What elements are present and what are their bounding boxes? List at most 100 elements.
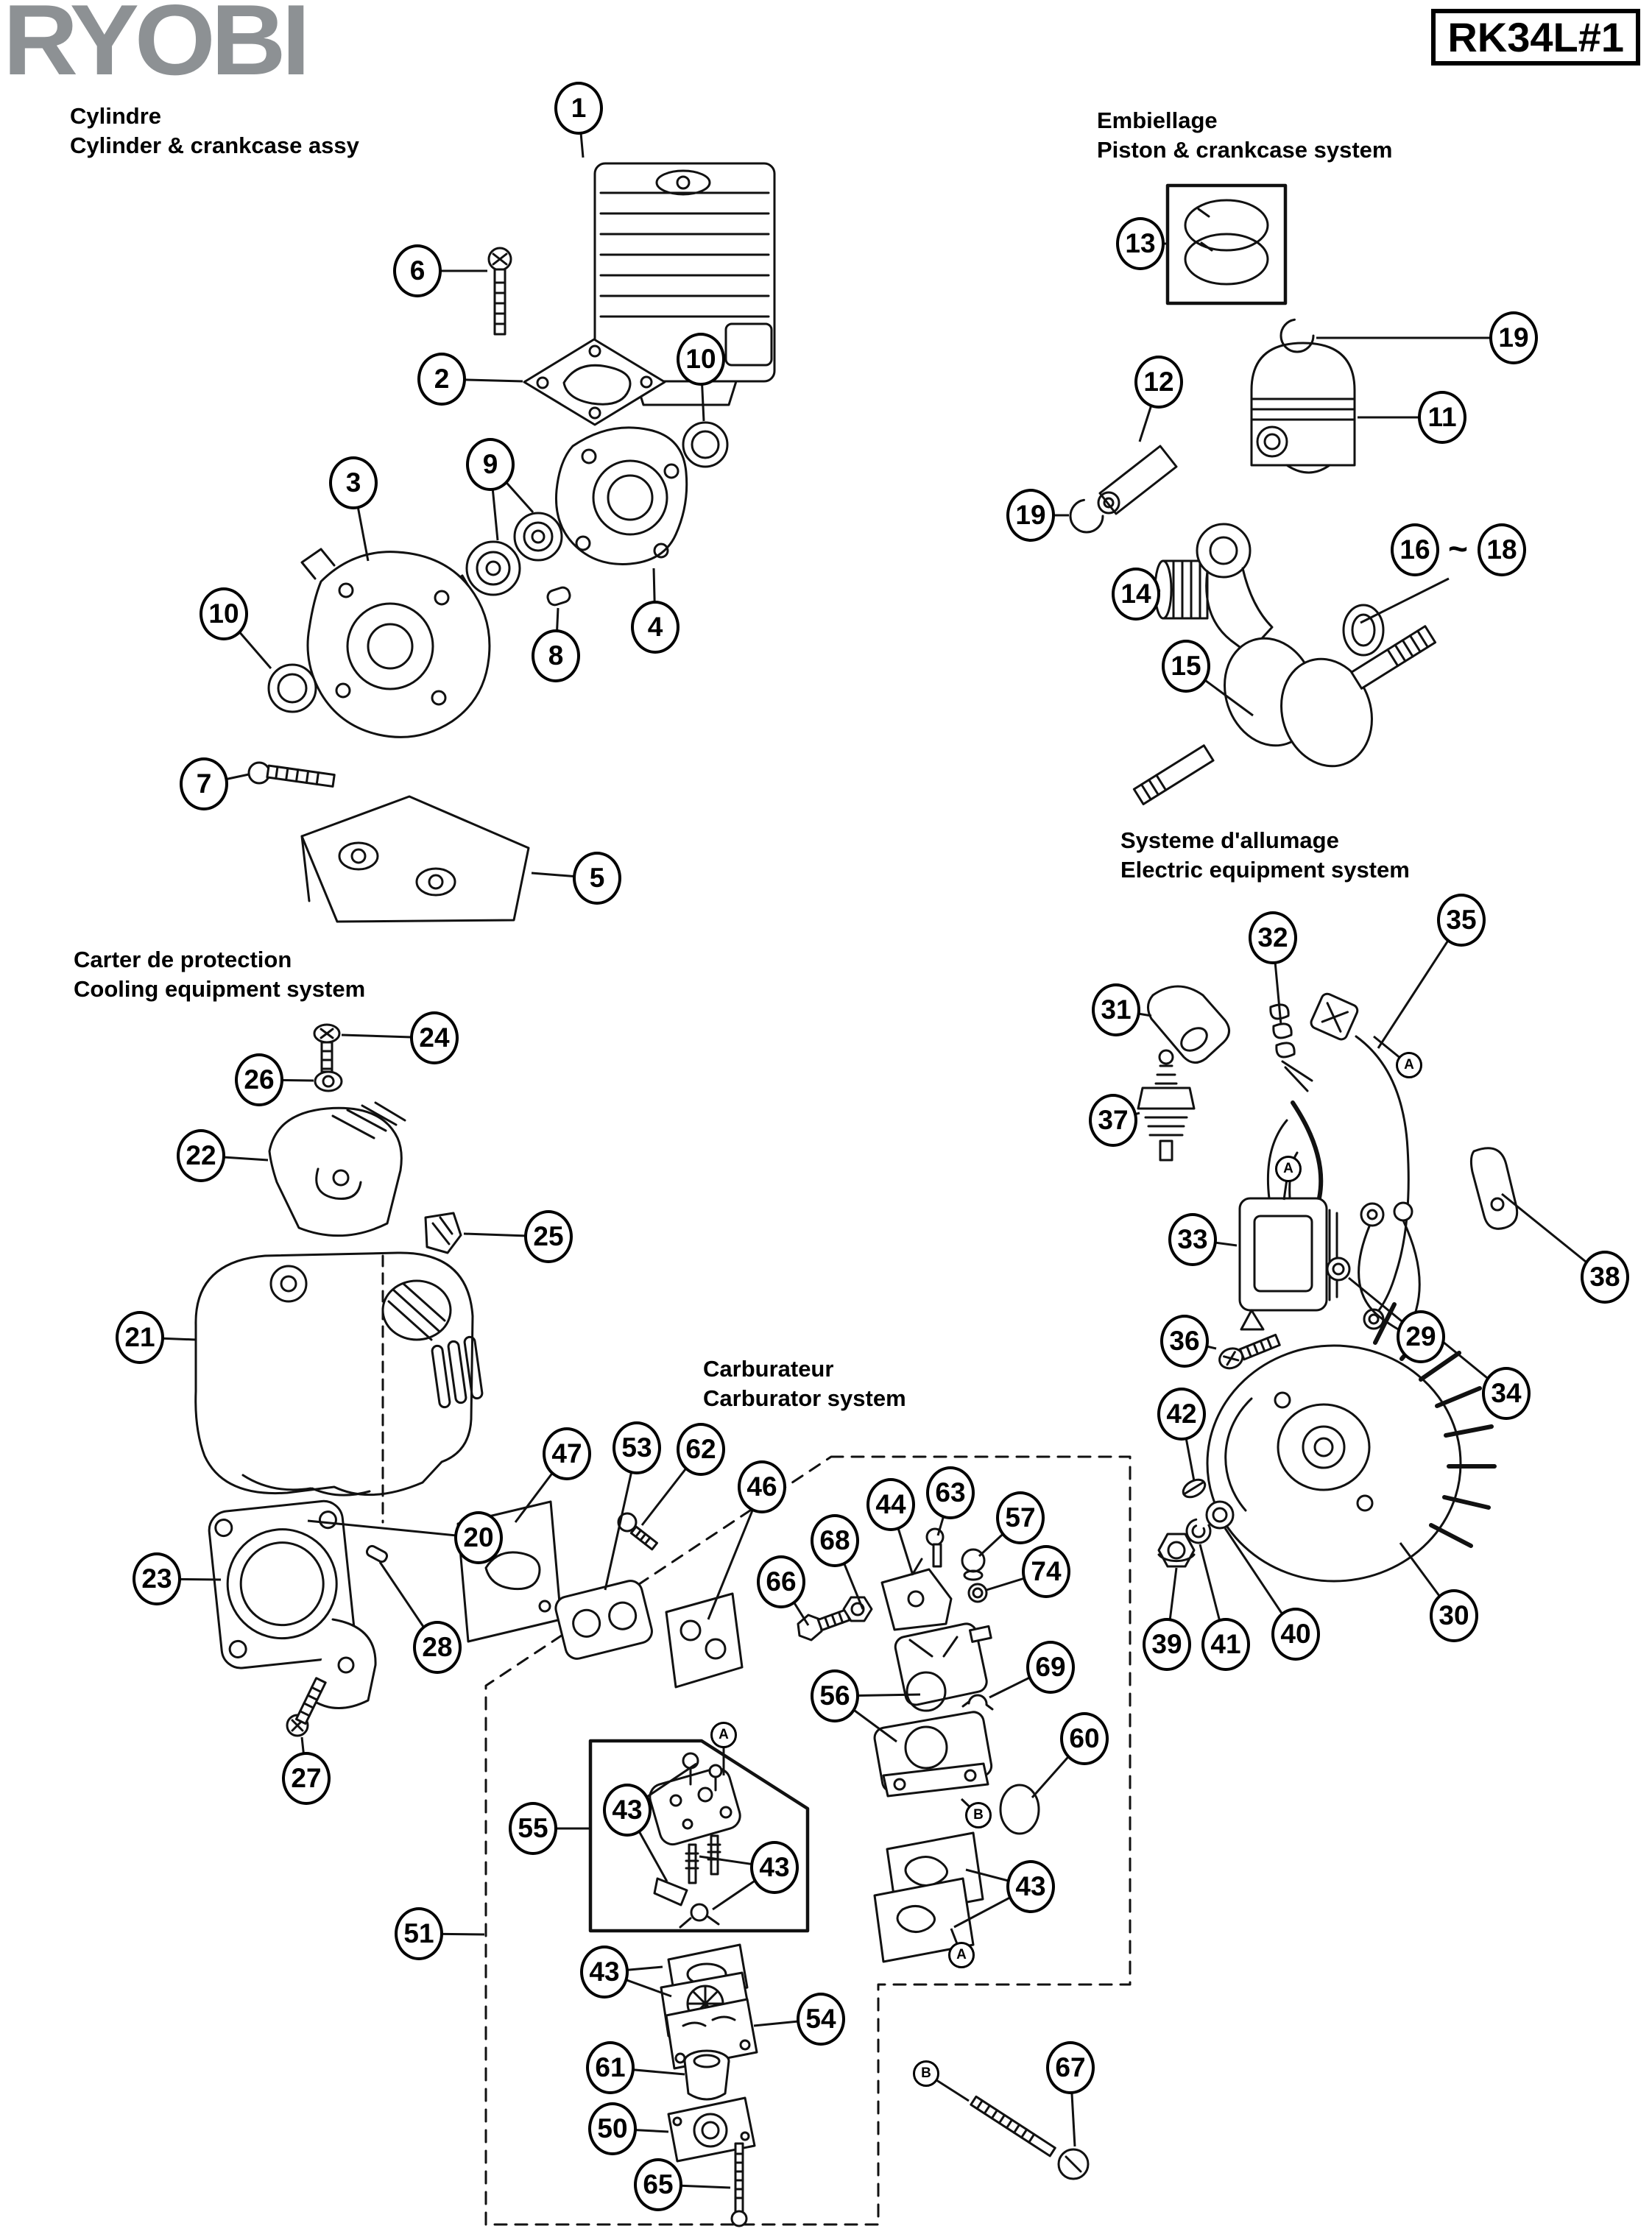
callout-piston-crankcase-16: 16	[1391, 523, 1439, 576]
part-needle-screws-43	[653, 1834, 721, 1929]
part-piston-pin-12	[1097, 445, 1178, 515]
part-insulator-53	[554, 1580, 653, 1660]
callout-carburetor-54: 54	[797, 1993, 845, 2046]
part-screw-24	[313, 1023, 341, 1073]
callout-piston-crankcase-19: 19	[1006, 489, 1055, 542]
callout-piston-crankcase-14: 14	[1112, 568, 1160, 621]
section-title-en: Carburator system	[703, 1385, 906, 1411]
callout-carburetor-55: 55	[509, 1802, 557, 1855]
callout-carburetor-43: 43	[1006, 1860, 1055, 1913]
carb-dashed-boundary-51	[484, 1455, 1132, 2226]
callout-carburetor-61: 61	[586, 2041, 635, 2094]
callout-cooling-21: 21	[116, 1311, 164, 1364]
callout-carburetor-51: 51	[395, 1907, 443, 1960]
part-oring-60	[999, 1784, 1040, 1835]
callout-carburetor-44: 44	[866, 1478, 915, 1531]
part-clamp-38	[1469, 1147, 1519, 1230]
part-piston-11	[1250, 342, 1356, 474]
part-flywheel-30	[1206, 1302, 1497, 1583]
callout-ignition-40: 40	[1271, 1608, 1320, 1661]
part-crankcase-half-3	[300, 548, 491, 738]
callout-cooling-25: 25	[524, 1210, 573, 1263]
part-metering-diaphragm-43	[873, 1831, 984, 1963]
part-oil-seal-10-left	[267, 663, 317, 713]
part-base-50	[667, 2096, 756, 2163]
part-bolt-6	[487, 247, 512, 336]
callout-cylinder-8: 8	[532, 629, 580, 682]
part-clip-69	[961, 1694, 994, 1711]
callout-ignition-39: 39	[1143, 1618, 1191, 1671]
part-grommet-29	[1326, 1257, 1351, 1282]
callout-carburetor-47: 47	[543, 1427, 591, 1480]
part-woodruff-key-42	[1182, 1478, 1207, 1499]
part-crankcase-half-4	[554, 426, 688, 565]
callout-cooling-26: 26	[235, 1053, 283, 1106]
callout-carburetor-43: 43	[603, 1784, 652, 1837]
part-carb-lower-body	[873, 1711, 993, 1798]
callout-carburetor-74: 74	[1022, 1545, 1070, 1598]
callout-carburetor-46: 46	[738, 1460, 786, 1513]
callout-ignition-32: 32	[1249, 911, 1297, 964]
range-tilde: ~	[1448, 529, 1468, 568]
leader-line	[307, 1519, 479, 1539]
callout-ignition-34: 34	[1482, 1367, 1531, 1420]
part-top-cover-22	[268, 1101, 406, 1237]
callout-ignition-41: 41	[1201, 1618, 1250, 1671]
brand-logo: RYOBI	[3, 0, 311, 96]
part-nut-26	[314, 1070, 343, 1092]
callout-carburetor-56: 56	[811, 1669, 859, 1722]
part-nut-68	[842, 1596, 873, 1622]
callout-carburetor-63: 63	[926, 1466, 975, 1519]
callout-carburetor-57: 57	[996, 1491, 1045, 1544]
part-carb-upper-56	[894, 1622, 992, 1712]
part-plug-cap-31	[1147, 985, 1230, 1064]
callout-cooling-24: 24	[410, 1011, 459, 1064]
callout-cylinder-1: 1	[554, 82, 603, 135]
part-nut-39	[1157, 1533, 1196, 1568]
section-title-fr: Carburateur	[703, 1356, 834, 1382]
callout-cylinder-7: 7	[180, 757, 228, 810]
callout-ignition-35: 35	[1437, 894, 1486, 947]
leader-line	[1360, 577, 1450, 624]
callout-ignition-38: 38	[1581, 1251, 1629, 1304]
section-title-en: Cooling equipment system	[74, 975, 366, 1002]
callout-cylinder-3: 3	[329, 456, 378, 509]
callout-cooling-20: 20	[454, 1511, 503, 1564]
part-spring-32	[1269, 1003, 1313, 1092]
part-kill-terminal-35	[1310, 992, 1410, 1330]
part-ring-set-13	[1165, 183, 1288, 305]
part-screw-36	[1218, 1333, 1281, 1370]
part-fan-housing-23	[208, 1499, 377, 1709]
section-title-fr: Carter de protection	[74, 947, 292, 972]
callout-carburetor-62: 62	[677, 1423, 725, 1476]
callout-cylinder-10: 10	[200, 587, 248, 640]
callout-piston-crankcase-19: 19	[1489, 311, 1538, 364]
callout-piston-crankcase-15: 15	[1162, 640, 1210, 693]
part-circlip-19-upper	[1279, 318, 1315, 353]
pump-kit-box-55	[588, 1739, 810, 1933]
part-pump-body-44	[880, 1558, 953, 1631]
part-screw-7	[247, 761, 336, 788]
assembly-marker-A: A	[1396, 1052, 1422, 1078]
part-screw-67	[970, 2095, 1090, 2180]
callout-ignition-37: 37	[1089, 1094, 1137, 1147]
part-washer-16-18	[1342, 604, 1385, 657]
callout-carburetor-43: 43	[750, 1841, 799, 1894]
callout-carburetor-60: 60	[1060, 1712, 1109, 1765]
callout-piston-crankcase-11: 11	[1418, 391, 1466, 444]
part-screw-27	[286, 1677, 327, 1737]
part-oil-seal-10-right	[682, 421, 729, 468]
section-title-en: Piston & crankcase system	[1097, 136, 1393, 163]
part-washer-74	[967, 1583, 988, 1603]
callout-cooling-28: 28	[413, 1621, 462, 1674]
part-spark-plug-37	[1137, 1049, 1196, 1162]
part-main-cover-21	[194, 1251, 484, 1524]
section-title-en: Cylinder & crankcase assy	[70, 132, 359, 158]
callout-cylinder-4: 4	[631, 601, 679, 654]
